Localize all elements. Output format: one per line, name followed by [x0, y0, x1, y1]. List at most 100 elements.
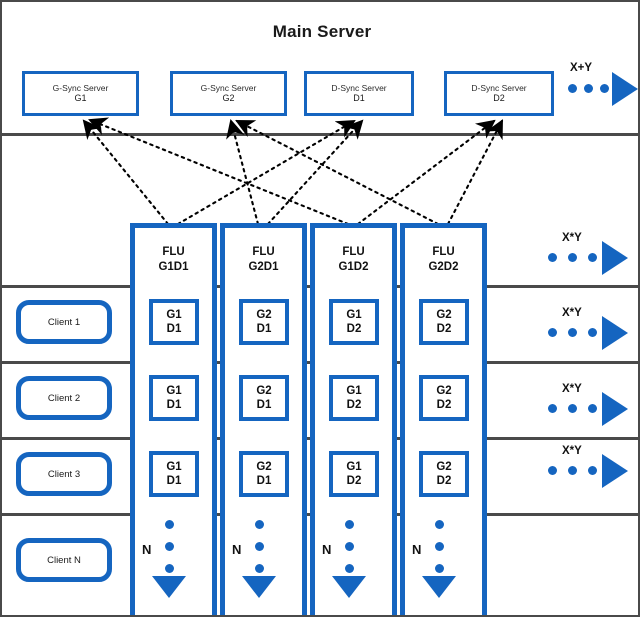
ellipsis-dot	[548, 404, 557, 413]
ellipsis-dot	[345, 564, 354, 573]
cell-client3-g2d2[interactable]: G2 D2	[419, 451, 469, 497]
ellipsis-dot	[255, 520, 264, 529]
ellipsis-dot	[588, 404, 597, 413]
ellipsis-dot	[345, 542, 354, 551]
cell-d: D2	[346, 323, 362, 335]
client-box-3[interactable]: Client 3	[16, 452, 112, 496]
cell-g: G2	[256, 460, 272, 473]
ellipsis-dot	[568, 466, 577, 475]
cell-client3-g1d1[interactable]: G1 D1	[149, 451, 199, 497]
sync-server-d2[interactable]: D-Sync Server D2	[444, 71, 554, 116]
cell-d: D2	[436, 399, 452, 411]
cell-client3-g2d1[interactable]: G2 D1	[239, 451, 289, 497]
flu-heading-g2d1: FLU G2D1	[220, 245, 307, 275]
flu-heading-g1d1: FLU G1D1	[130, 245, 217, 275]
sync-server-role: D-Sync Server	[331, 82, 387, 93]
cell-g: G1	[166, 460, 182, 473]
ellipsis-dot	[548, 466, 557, 475]
cell-client3-g1d2[interactable]: G1 D2	[329, 451, 379, 497]
cell-g: G2	[436, 460, 452, 473]
ellipsis-dot	[165, 542, 174, 551]
ellipsis-dot	[588, 466, 597, 475]
ellipsis-label: X*Y	[562, 383, 582, 395]
cell-client2-g2d1[interactable]: G2 D1	[239, 375, 289, 421]
sync-server-g1[interactable]: G-Sync Server G1	[22, 71, 139, 116]
cell-g: G1	[166, 308, 182, 321]
cell-d: D1	[166, 323, 182, 335]
right-arrow-icon	[612, 72, 638, 106]
ellipsis-dot	[548, 253, 557, 262]
ellipsis-label: X*Y	[562, 307, 582, 319]
client-label: Client 3	[47, 468, 81, 480]
down-arrow-icon	[242, 576, 276, 598]
cell-d: D2	[346, 399, 362, 411]
down-arrow-icon	[152, 576, 186, 598]
client-box-2[interactable]: Client 2	[16, 376, 112, 420]
ellipsis-dot	[435, 542, 444, 551]
link-g2d1-to-d1	[266, 119, 364, 226]
cell-d: D1	[256, 323, 272, 335]
ellipsis-dot	[165, 520, 174, 529]
cell-d: D1	[256, 475, 272, 487]
cell-d: D2	[436, 323, 452, 335]
cell-d: D2	[346, 475, 362, 487]
ellipsis-dot	[568, 84, 577, 93]
ellipsis-dot	[568, 253, 577, 262]
cell-g: G1	[346, 460, 362, 473]
cell-g: G2	[436, 384, 452, 397]
link-g1d1-to-d1	[176, 119, 356, 226]
client-label: Client 1	[47, 316, 81, 328]
flu-head-line2: G1D2	[338, 260, 369, 273]
n-label: N	[232, 542, 242, 557]
cell-client1-g2d2[interactable]: G2 D2	[419, 299, 469, 345]
down-arrow-icon	[332, 576, 366, 598]
cell-client2-g1d1[interactable]: G1 D1	[149, 375, 199, 421]
flu-head-line1: FLU	[342, 246, 365, 258]
sync-server-id: D1	[353, 93, 365, 104]
cell-client2-g1d2[interactable]: G1 D2	[329, 375, 379, 421]
right-arrow-icon	[602, 316, 628, 350]
sync-server-g2[interactable]: G-Sync Server G2	[170, 71, 287, 116]
ellipsis-label-top: X+Y	[570, 62, 593, 74]
cell-g: G1	[346, 308, 362, 321]
cell-d: D1	[256, 399, 272, 411]
cell-d: D1	[166, 399, 182, 411]
sync-server-id: D2	[493, 93, 505, 104]
link-g1d2-to-g1	[88, 117, 350, 226]
client-label: Client N	[47, 554, 81, 566]
client-box-n[interactable]: Client N	[16, 538, 112, 582]
ellipsis-dot	[255, 564, 264, 573]
cell-client1-g2d1[interactable]: G2 D1	[239, 299, 289, 345]
ellipsis-dot	[435, 520, 444, 529]
flu-head-line2: G1D1	[158, 260, 189, 273]
client-label: Client 2	[47, 392, 81, 404]
ellipsis-dot	[255, 542, 264, 551]
ellipsis-label: X*Y	[562, 232, 582, 244]
link-g2d2-to-d2	[446, 119, 504, 226]
cell-client2-g2d2[interactable]: G2 D2	[419, 375, 469, 421]
cell-client1-g1d1[interactable]: G1 D1	[149, 299, 199, 345]
client-box-1[interactable]: Client 1	[16, 300, 112, 344]
ellipsis-label: X*Y	[562, 445, 582, 457]
link-g1d1-to-g1	[82, 119, 170, 226]
page-title: Main Server	[272, 22, 372, 41]
cell-d: D2	[436, 475, 452, 487]
flu-head-line1: FLU	[432, 246, 455, 258]
cell-client1-g1d2[interactable]: G1 D2	[329, 299, 379, 345]
link-g2d1-to-g2	[226, 118, 260, 226]
sync-server-role: G-Sync Server	[52, 82, 109, 93]
right-arrow-icon	[602, 392, 628, 426]
right-arrow-icon	[602, 241, 628, 275]
flu-heading-g1d2: FLU G1D2	[310, 245, 397, 275]
ellipsis-dot	[600, 84, 609, 93]
sync-server-id: G2	[222, 93, 235, 104]
ellipsis-dot	[588, 253, 597, 262]
flu-heading-g2d2: FLU G2D2	[400, 245, 487, 275]
sync-server-d1[interactable]: D-Sync Server D1	[304, 71, 414, 116]
n-label: N	[322, 542, 332, 557]
sync-server-role: G-Sync Server	[200, 82, 257, 93]
cell-g: G2	[436, 308, 452, 321]
ellipsis-dot	[568, 404, 577, 413]
